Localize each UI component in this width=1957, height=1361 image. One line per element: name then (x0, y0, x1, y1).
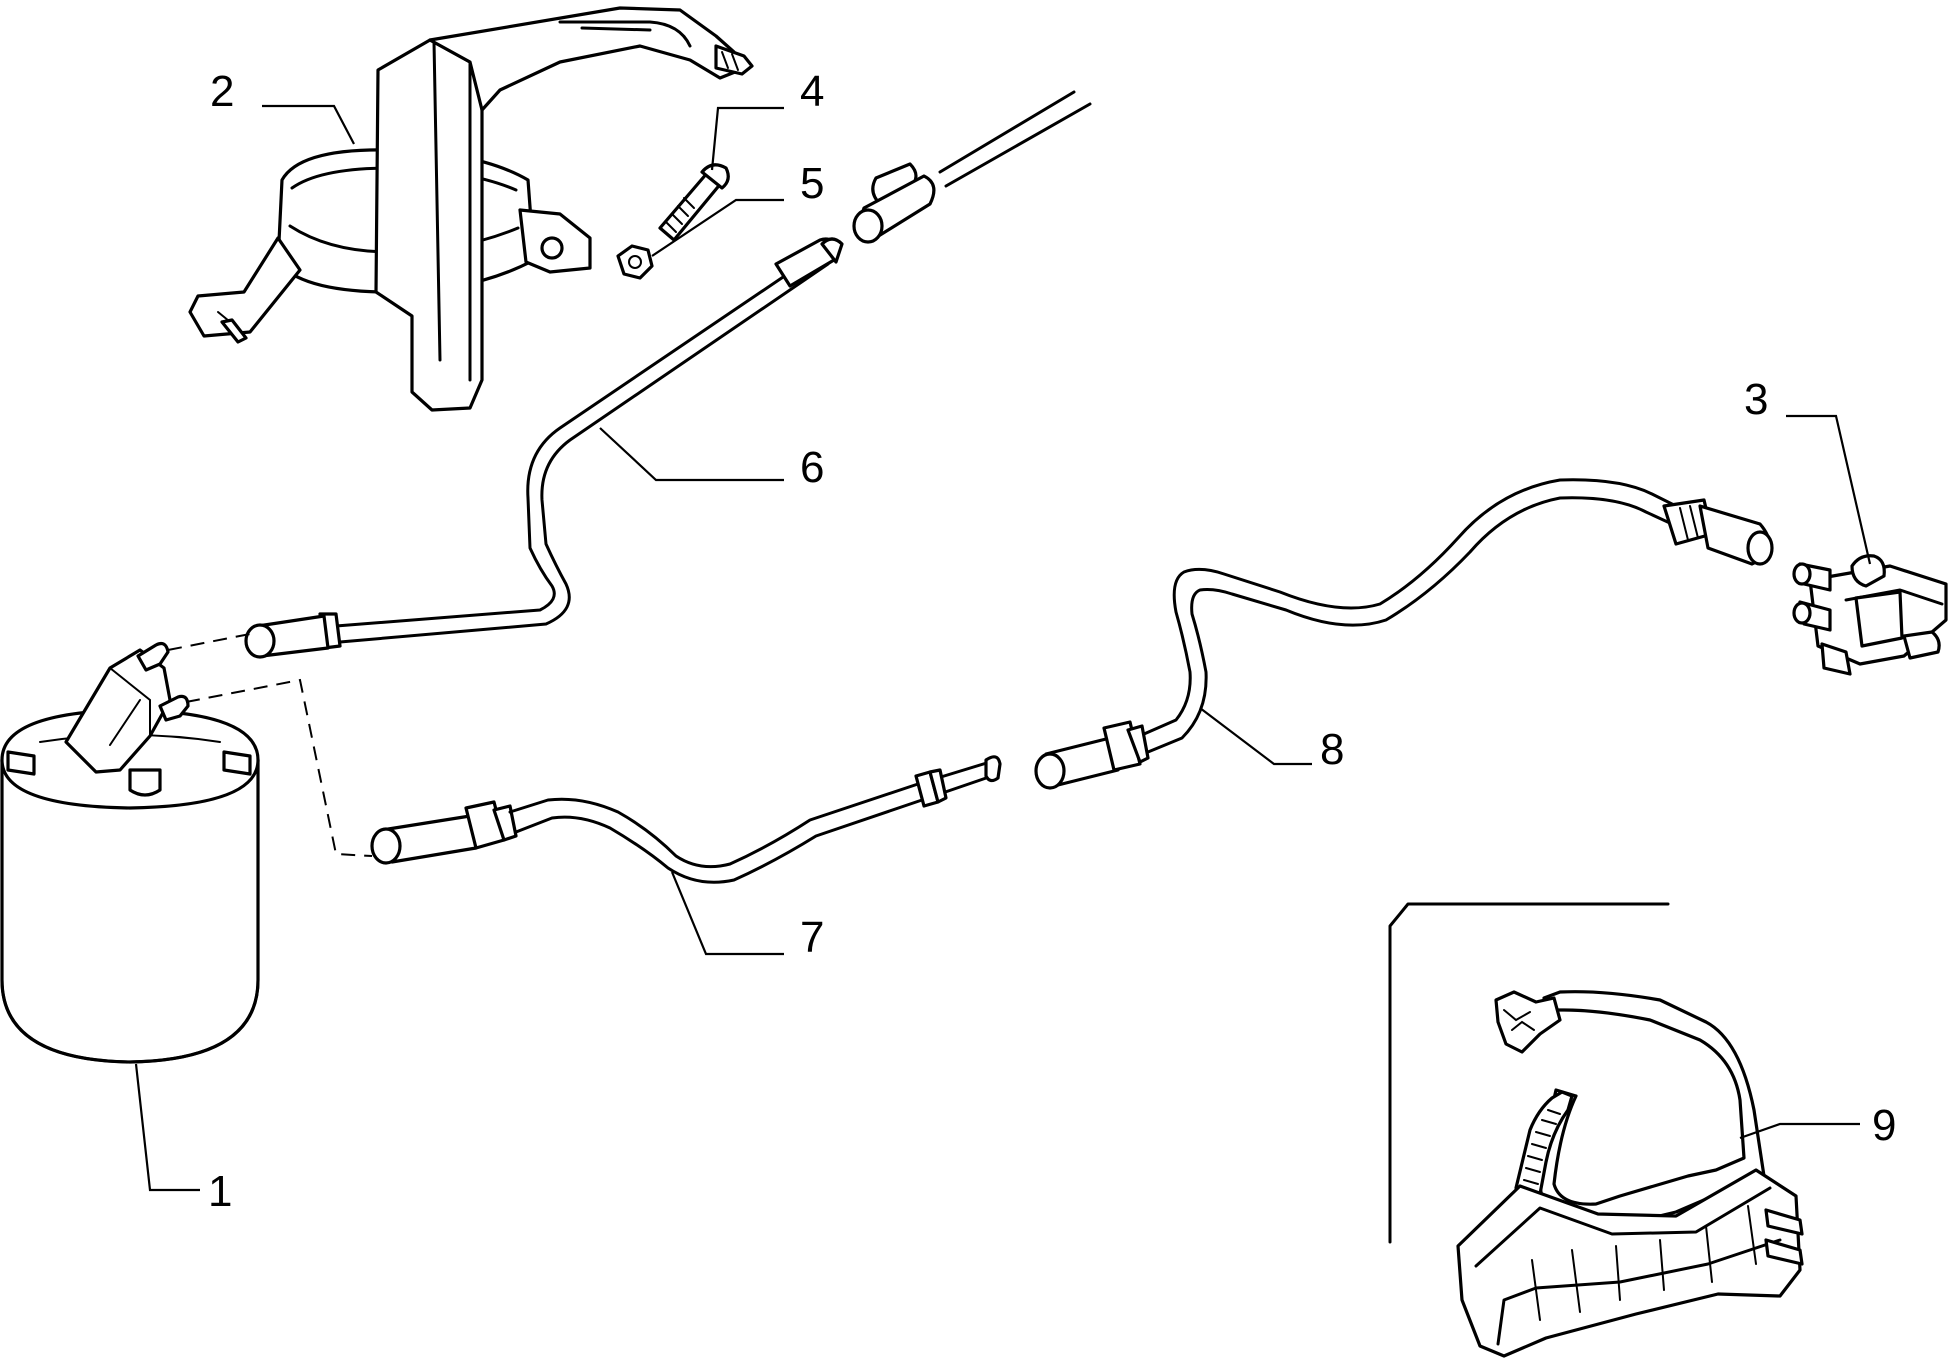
leader-3 (1786, 414, 1872, 565)
leader-6 (599, 427, 784, 482)
pipe-clip (1388, 902, 1804, 1358)
leader-8 (1199, 707, 1312, 766)
leader-9 (1739, 1122, 1860, 1140)
callout-5: 5 (800, 159, 824, 208)
leader-7 (670, 871, 784, 956)
fuel-pipe-7 (370, 755, 1002, 884)
callout-2: 2 (210, 67, 234, 116)
callout-9: 9 (1872, 1101, 1896, 1150)
callout-3: 3 (1744, 375, 1768, 424)
nut (616, 244, 654, 280)
callout-6: 6 (800, 443, 824, 492)
leader-1 (134, 1063, 200, 1192)
connection-dashes (167, 633, 373, 857)
callout-4: 4 (800, 67, 824, 116)
leader-4 (710, 106, 784, 171)
leader-5 (651, 198, 784, 257)
bolt (658, 163, 730, 242)
fuel-pipe-8 (1034, 478, 1774, 790)
callout-1: 1 (208, 1167, 232, 1216)
mounting-bracket (188, 6, 754, 412)
callout-7: 7 (800, 913, 824, 962)
callout-labels: 1 2 3 4 5 6 7 8 9 (208, 67, 1896, 1216)
solenoid-valve (1792, 554, 1948, 676)
fuel-pipe-6 (244, 237, 844, 659)
callout-8: 8 (1320, 725, 1344, 774)
hose-fitting-upper (852, 90, 1092, 244)
leader-2 (262, 104, 355, 145)
fuel-filter (0, 641, 260, 1064)
leader-lines (134, 104, 1872, 1192)
